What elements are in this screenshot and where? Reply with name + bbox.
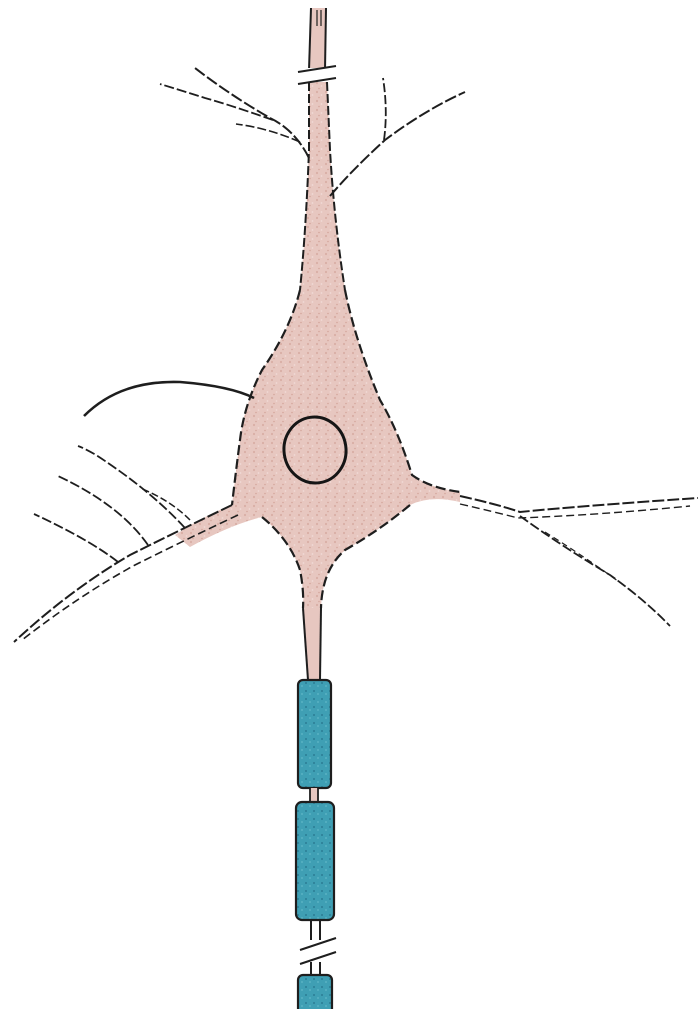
apical-branch-right-1 [330,92,465,196]
axon-break-icon [300,938,336,964]
node-of-ranvier-1 [310,788,318,802]
basal-dendrite-right [460,496,698,626]
basal-left-branch-4 [140,488,190,520]
incoming-axon-arc [84,382,254,416]
myelin-sheath-1 [298,680,331,788]
basal-right-branch-lower [520,516,670,626]
apical-dendrite [160,8,465,290]
soma [175,290,460,608]
myelin-sheath-3 [298,975,332,1009]
basal-dendrite-right-trunk [460,496,698,512]
basal-left-branch-1 [78,446,185,528]
myelin-sheath-2 [296,802,334,920]
double-slash-break-icon [298,66,336,84]
axon [296,608,336,1009]
apical-branch-right-2 [383,78,386,140]
cell-body [175,290,460,608]
basal-left-branch-2 [58,476,148,545]
basal-left-branch-3 [34,514,118,562]
basal-dendrite-left [14,446,238,642]
apical-branch-left-2 [160,84,273,120]
